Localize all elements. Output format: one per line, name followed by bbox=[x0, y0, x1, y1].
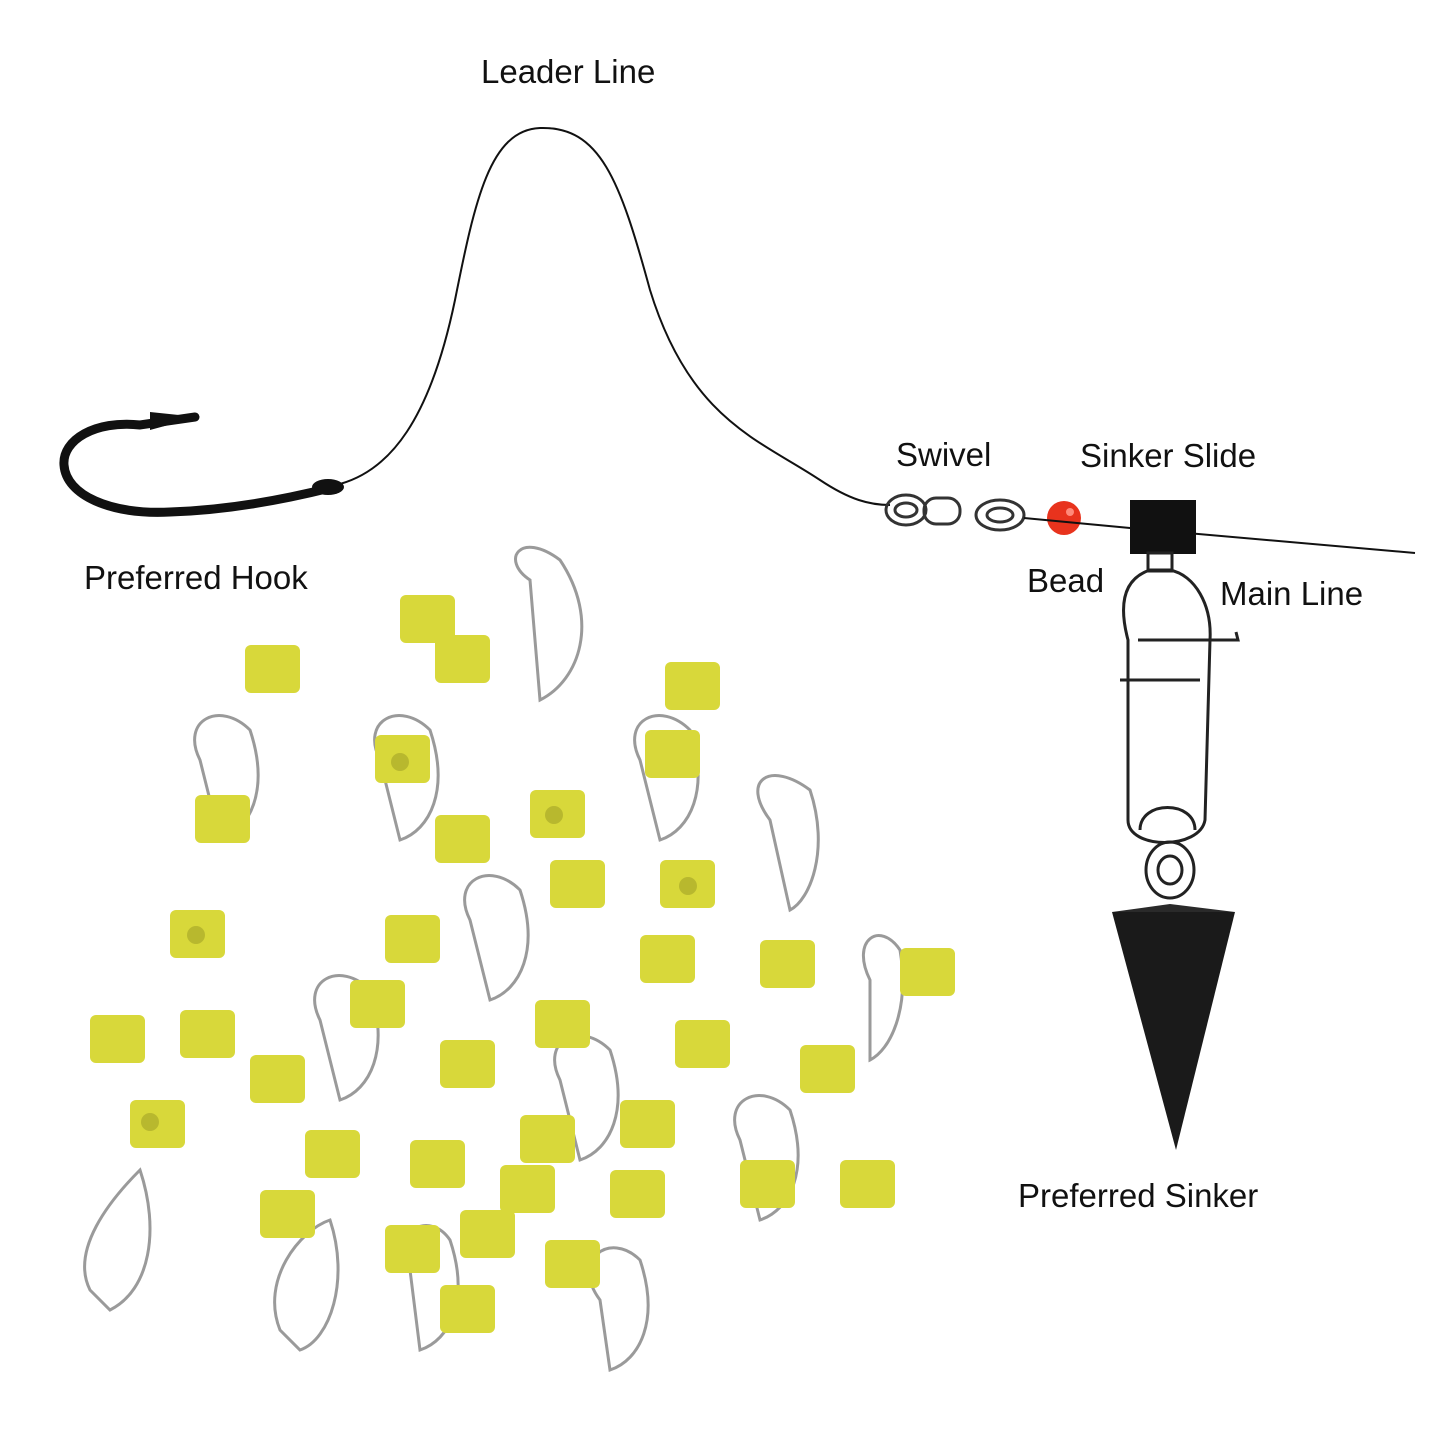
label-preferred-hook: Preferred Hook bbox=[84, 559, 308, 596]
sinker-slides-pile-image bbox=[83, 545, 955, 1372]
label-bead: Bead bbox=[1027, 562, 1105, 599]
label-leader-line: Leader Line bbox=[481, 53, 656, 90]
main-line bbox=[1023, 517, 1416, 554]
sinker-slide-icon bbox=[1130, 500, 1196, 573]
label-sinker-slide: Sinker Slide bbox=[1080, 437, 1257, 474]
label-main-line: Main Line bbox=[1220, 575, 1364, 612]
leader-line bbox=[339, 126, 891, 506]
label-swivel: Swivel bbox=[896, 436, 992, 473]
snap-clip-icon bbox=[1120, 568, 1240, 900]
label-preferred-sinker: Preferred Sinker bbox=[1018, 1177, 1259, 1214]
swivel-icon bbox=[884, 493, 1026, 532]
bead-icon bbox=[1047, 501, 1081, 535]
sinker-icon bbox=[1112, 904, 1235, 1150]
fish-hook-icon bbox=[59, 412, 344, 517]
